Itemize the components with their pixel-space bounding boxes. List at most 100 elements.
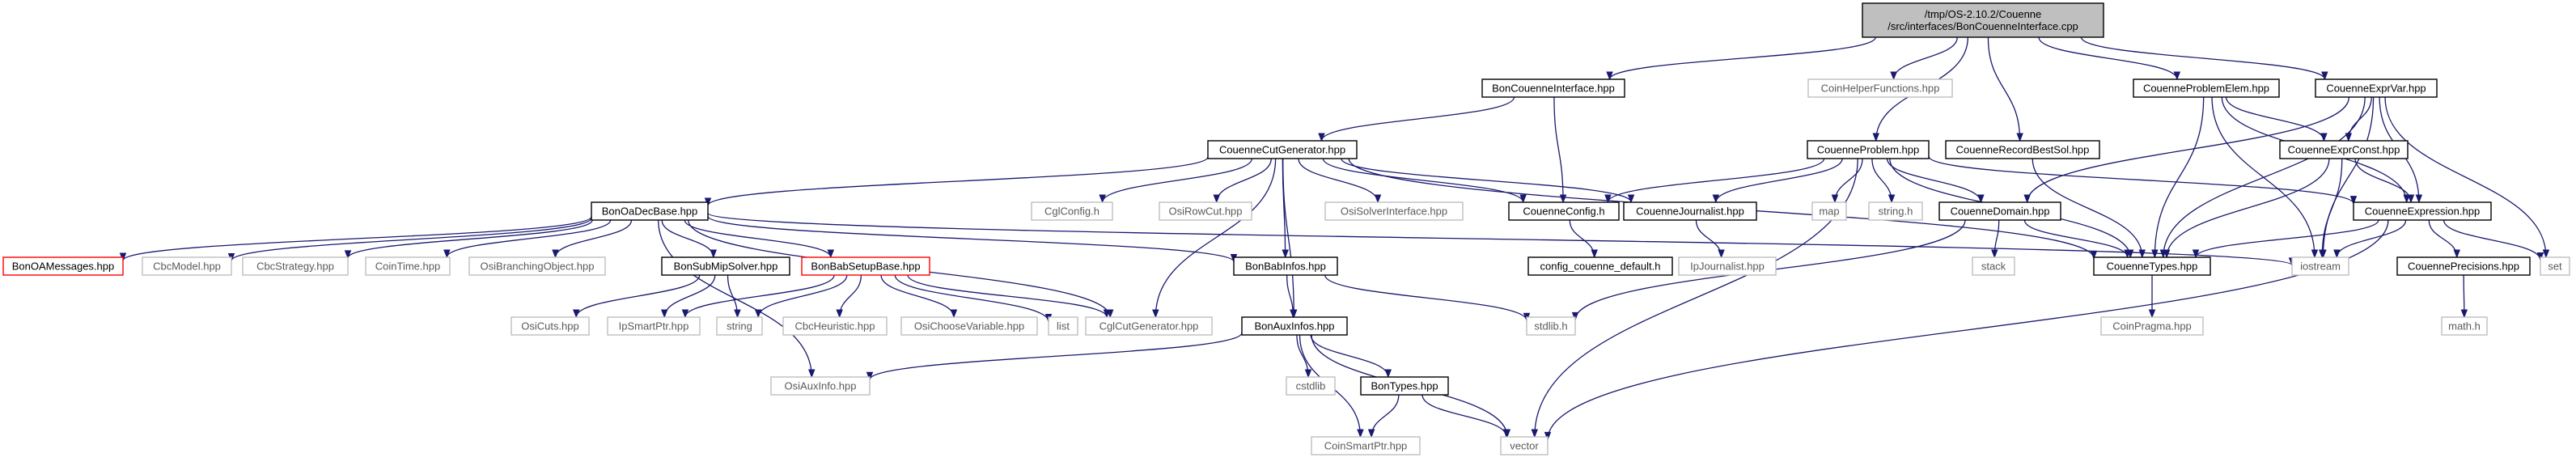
node-box: [1481, 78, 1625, 98]
node-label: OsiChooseVariable.hpp: [914, 320, 1024, 333]
node-iostream[interactable]: iostream: [2291, 256, 2349, 276]
node-couennejournalist-hpp[interactable]: CouenneJournalist.hpp: [1623, 201, 1757, 221]
node-box: [1508, 201, 1620, 221]
node-bonsubmipsolver-hpp[interactable]: BonSubMipSolver.hpp: [661, 256, 790, 276]
node-box: [2396, 256, 2531, 276]
node-ipsmartptr-hpp[interactable]: IpSmartPtr.hpp: [607, 316, 701, 336]
node-label: BonCouenneInterface.hpp: [1492, 83, 1615, 95]
node-box: [900, 316, 1038, 336]
node-coinhelperfunctions-hpp[interactable]: CoinHelperFunctions.hpp: [1807, 78, 1953, 98]
node-box: [1207, 140, 1358, 159]
node-cointime-hpp[interactable]: CoinTime.hpp: [365, 256, 451, 276]
edge-couennecutgenerator-hpp-to-osirowcut-hpp: [1213, 158, 1272, 204]
edge-couenneproblem-hpp-to-couenneconfig-h: [1604, 158, 1825, 204]
node-label: CoinSmartPtr.hpp: [1324, 440, 1408, 452]
node-boncouenneinterface-hpp[interactable]: BonCouenneInterface.hpp: [1481, 78, 1625, 98]
edge-couenneproblem-hpp-to-map: [1831, 158, 1863, 204]
node-label: /tmp/OS-2.10.2/Couenne: [1925, 8, 2042, 20]
node-string-h[interactable]: string.h: [1868, 201, 1923, 221]
dependency-nodes: /tmp/OS-2.10.2/Couenne/src/interfaces/Bo…: [2, 2, 2570, 455]
node-osirowcut-hpp[interactable]: OsiRowCut.hpp: [1159, 201, 1252, 221]
edge-couenneprecisions-hpp-to-math-h: [2460, 274, 2468, 319]
edge-bonbabsetupbase-hpp-to-cbcheuristic-hpp: [836, 274, 862, 319]
node-box: [716, 316, 763, 336]
node-label: map: [1819, 205, 1839, 218]
node-box: [1233, 256, 1338, 276]
edge-couenneexpression-hpp-to-set: [2443, 219, 2544, 261]
node-box: [2353, 201, 2492, 221]
node-bontypes-hpp[interactable]: BonTypes.hpp: [1360, 376, 1449, 396]
node-osibranchingobject-hpp[interactable]: OsiBranchingObject.hpp: [468, 256, 606, 276]
node-osiauxinfo-hpp[interactable]: OsiAuxInfo.hpp: [770, 376, 871, 396]
node-box: [1500, 436, 1549, 455]
node-label: CbcStrategy.hpp: [256, 261, 334, 273]
node-couennerecordbestsol-hpp[interactable]: CouenneRecordBestSol.hpp: [1945, 140, 2100, 159]
node-couenneexpression-hpp[interactable]: CouenneExpression.hpp: [2353, 201, 2492, 221]
node-label: stdlib.h: [1534, 320, 1567, 333]
node-osicuts-hpp[interactable]: OsiCuts.hpp: [511, 316, 590, 336]
edge-bonoadecbase-hpp-to-osibranchingobject-hpp: [552, 219, 633, 259]
node-cglcutgenerator-hpp[interactable]: CglCutGenerator.hpp: [1085, 316, 1213, 336]
node-label: CglCutGenerator.hpp: [1099, 320, 1199, 333]
node-label: OsiRowCut.hpp: [1168, 205, 1242, 218]
node-couennedomain-hpp[interactable]: CouenneDomain.hpp: [1938, 201, 2061, 221]
node-label: CouenneJournalist.hpp: [1636, 205, 1744, 218]
node-cglconfig-h[interactable]: CglConfig.h: [1031, 201, 1113, 221]
node-bonbabsetupbase-hpp[interactable]: BonBabSetupBase.hpp: [801, 256, 930, 276]
edge-couennecutgenerator-hpp-to-osisolverinterface-hpp: [1298, 158, 1382, 204]
node-box: [661, 256, 790, 276]
edge-couenneproblemelem-hpp-to-couennetypes-hpp: [2151, 96, 2205, 259]
node-cbcstrategy-hpp[interactable]: CbcStrategy.hpp: [242, 256, 349, 276]
node-box: [801, 256, 930, 276]
node-cbcheuristic-hpp[interactable]: CbcHeuristic.hpp: [782, 316, 888, 336]
node-label: CbcModel.hpp: [153, 261, 221, 273]
edge-root-to-couennerecordbestsol-hpp: [1987, 36, 2023, 142]
node-couenneproblem-hpp[interactable]: CouenneProblem.hpp: [1807, 140, 1930, 159]
node-couenneexprvar-hpp[interactable]: CouenneExprVar.hpp: [2315, 78, 2438, 98]
edge-couennecutgenerator-hpp-to-couenneconfig-h: [1322, 158, 1527, 204]
node-set[interactable]: set: [2540, 256, 2570, 276]
node-couenneconfig-h[interactable]: CouenneConfig.h: [1508, 201, 1620, 221]
node-label: CbcHeuristic.hpp: [795, 320, 875, 333]
node-bonoadecbase-hpp[interactable]: BonOaDecBase.hpp: [591, 201, 709, 221]
node-box: [1868, 201, 1923, 221]
node-bonbabinfos-hpp[interactable]: BonBabInfos.hpp: [1233, 256, 1338, 276]
node-osichoosevariable-hpp[interactable]: OsiChooseVariable.hpp: [900, 316, 1038, 336]
node-cbcmodel-hpp[interactable]: CbcModel.hpp: [142, 256, 232, 276]
node-bonauxinfos-hpp[interactable]: BonAuxInfos.hpp: [1241, 316, 1348, 336]
node-label: CouenneCutGenerator.hpp: [1219, 144, 1345, 156]
edge-couennecutgenerator-hpp-to-cglcutgenerator-hpp: [1152, 158, 1277, 319]
node-label: BonSubMipSolver.hpp: [674, 261, 778, 273]
node-couenneexprconst-hpp[interactable]: CouenneExprConst.hpp: [2279, 140, 2409, 159]
node-math-h[interactable]: math.h: [2441, 316, 2488, 336]
node-label: /src/interfaces/BonCouenneInterface.cpp: [1888, 20, 2078, 32]
node-couennecutgenerator-hpp[interactable]: CouenneCutGenerator.hpp: [1207, 140, 1358, 159]
node-ipjournalist-hpp[interactable]: IpJournalist.hpp: [1678, 256, 1777, 276]
node-config-couenne-default-h[interactable]: config_couenne_default.h: [1527, 256, 1673, 276]
node-couenneproblemelem-hpp[interactable]: CouenneProblemElem.hpp: [2133, 78, 2280, 98]
node-box: [1862, 2, 2104, 38]
node-coinpragma-hpp[interactable]: CoinPragma.hpp: [2100, 316, 2204, 336]
node-couennetypes-hpp[interactable]: CouenneTypes.hpp: [2093, 256, 2211, 276]
node-vector[interactable]: vector: [1500, 436, 1549, 455]
node-label: BonBabInfos.hpp: [1245, 261, 1326, 273]
node-stack[interactable]: stack: [1972, 256, 2015, 276]
node-couenneprecisions-hpp[interactable]: CouennePrecisions.hpp: [2396, 256, 2531, 276]
edge-root-to-couenneexprvar-hpp: [2080, 36, 2328, 81]
node-stdlib-h[interactable]: stdlib.h: [1526, 316, 1576, 336]
node-label: CoinPragma.hpp: [2112, 320, 2192, 333]
node-cstdlib[interactable]: cstdlib: [1286, 376, 1336, 396]
node-list[interactable]: list: [1048, 316, 1078, 336]
node-box: [2279, 140, 2409, 159]
node-osisolverinterface-hpp[interactable]: OsiSolverInterface.hpp: [1324, 201, 1464, 221]
node-map[interactable]: map: [1811, 201, 1847, 221]
node-label: math.h: [2448, 320, 2481, 333]
node-bonoamessages-hpp[interactable]: BonOAMessages.hpp: [2, 256, 124, 276]
node-box: [591, 201, 709, 221]
node-string[interactable]: string: [716, 316, 763, 336]
node-label: OsiSolverInterface.hpp: [1341, 205, 1447, 218]
edge-bonsubmipsolver-hpp-to-osicuts-hpp: [573, 274, 701, 319]
node-box: [782, 316, 888, 336]
node-coinsmartptr-hpp[interactable]: CoinSmartPtr.hpp: [1311, 436, 1421, 455]
node-root[interactable]: /tmp/OS-2.10.2/Couenne/src/interfaces/Bo…: [1862, 2, 2104, 38]
